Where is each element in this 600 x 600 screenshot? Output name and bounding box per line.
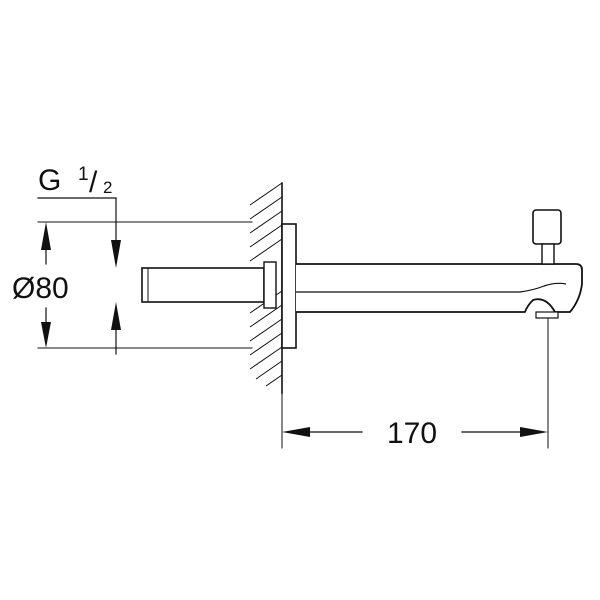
wall-hatching: [249, 182, 283, 387]
rosette: [281, 223, 297, 349]
length-arrow-left: [282, 427, 310, 437]
diameter-arrow-top: [41, 222, 51, 250]
length-label: 170: [387, 417, 437, 450]
thread-leader: [37, 197, 121, 268]
length-dimension: 170: [281, 317, 549, 450]
aerator: [535, 311, 559, 319]
diverter-knob: [532, 209, 562, 265]
thread-arrow-lower: [111, 302, 121, 355]
thread-arrowhead: [111, 240, 121, 268]
diameter-label: Ø80: [12, 272, 69, 305]
spout-body: [296, 263, 583, 313]
thread-label: G 1 / 2: [38, 164, 112, 199]
thread-slash: /: [89, 166, 98, 199]
length-arrow-right: [520, 427, 548, 437]
thread-prefix: G: [38, 164, 61, 197]
thread-numerator: 1: [78, 164, 89, 185]
thread-denominator: 2: [103, 178, 112, 197]
pipe-stub: [141, 261, 277, 309]
diameter-arrow-bottom: [41, 322, 51, 348]
diameter-dimension: Ø80: [12, 221, 253, 349]
